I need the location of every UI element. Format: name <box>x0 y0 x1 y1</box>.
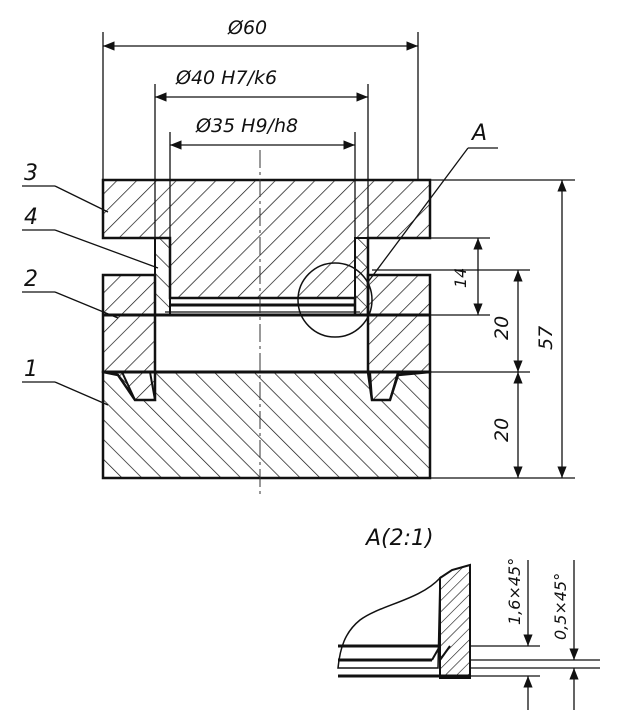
detail-chamfer-large: 1,6×45° <box>505 558 524 625</box>
dim-hub-text: 14 <box>451 268 470 288</box>
part-label-4: 4 <box>24 205 38 230</box>
part-label-2: 2 <box>24 267 38 292</box>
part-label-3: 3 <box>24 161 38 186</box>
detail-callout-label: A <box>470 121 487 146</box>
dim-outer: Ø60 <box>102 17 419 180</box>
dim-fit: Ø40 H7/k6 <box>154 67 369 240</box>
dim-total-text: 57 <box>535 326 557 350</box>
dim-upper-text: 20 <box>491 316 513 340</box>
dim-lower-text: 20 <box>491 418 513 442</box>
dim-heights: 57 20 20 14 <box>368 179 575 479</box>
dim-fit-text: Ø40 H7/k6 <box>175 67 277 89</box>
part-4-bushing <box>154 237 369 316</box>
part-leaders: 3 4 2 1 <box>22 161 159 406</box>
detail-title: A(2:1) <box>364 526 434 551</box>
detail-view: A(2:1) 1,6×45° 0,5×45° <box>337 526 600 710</box>
dim-outer-text: Ø60 <box>227 17 267 39</box>
detail-circle <box>297 262 373 338</box>
detail-chamfer-small: 0,5×45° <box>551 573 570 640</box>
dim-inner-text: Ø35 H9/h8 <box>195 115 298 137</box>
part-label-1: 1 <box>24 357 38 382</box>
dim-inner: Ø35 H9/h8 <box>169 115 356 240</box>
